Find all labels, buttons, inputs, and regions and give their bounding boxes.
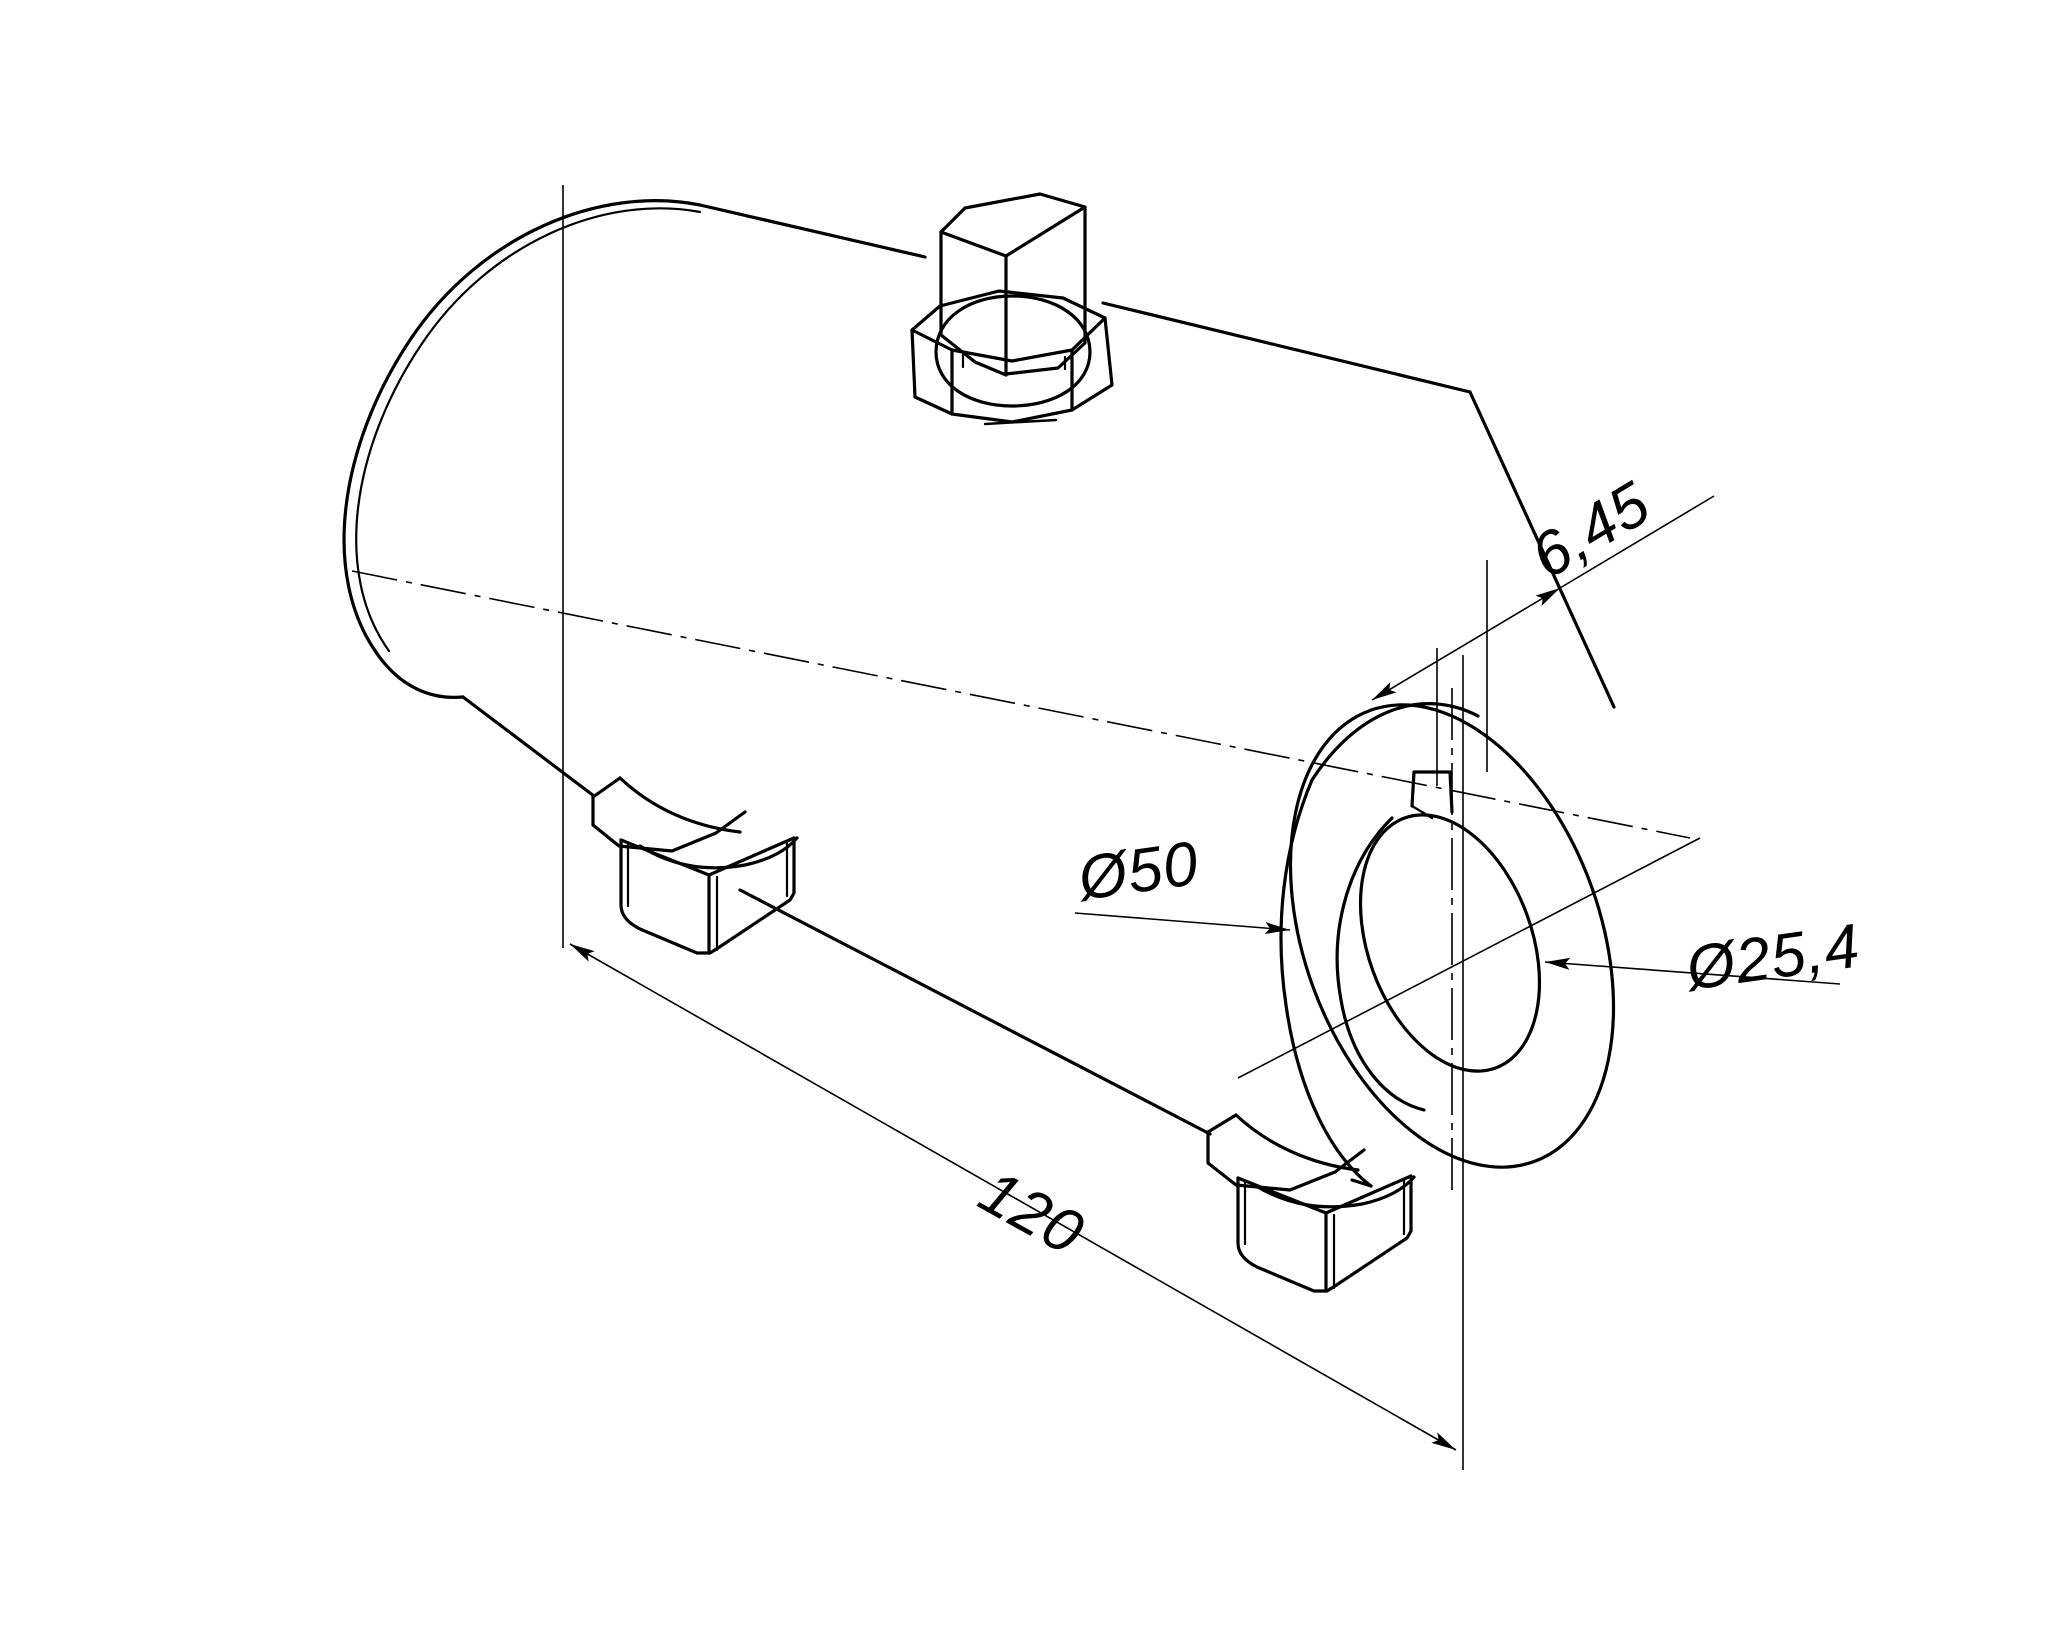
- bore-front-ellipse: [1358, 813, 1542, 1073]
- cylinder-top-edge-to-rim: [1468, 390, 1616, 709]
- bottom-left-bolt: [591, 776, 799, 955]
- cylinder-bottom-edge-left: [461, 695, 596, 798]
- dim-label-6-45: 6,45: [1520, 469, 1662, 592]
- keyway-notch: [1410, 770, 1454, 814]
- bottom-left-hex-nut-edge: [591, 776, 622, 799]
- bottom-left-hex-nut-face: [618, 776, 742, 834]
- keyway-notch-inner: [1410, 804, 1434, 820]
- bottom-right-square-head-top-r: [1324, 1174, 1413, 1215]
- dimension-labels: 6,45 Ø50 Ø25,4 120: [968, 469, 1864, 1269]
- dim-label-d25-4: Ø25,4: [1680, 911, 1864, 1004]
- bottom-right-hex-nut-face: [1234, 1113, 1360, 1172]
- bottom-right-bolt: [1206, 1113, 1416, 1293]
- top-bolt: [910, 192, 1114, 426]
- dim-line-120: [569, 943, 1457, 1451]
- cylinder-top-edge-right: [1101, 301, 1472, 394]
- dim-label-120: 120: [968, 1157, 1095, 1269]
- bottom-right-boss: [1254, 1175, 1416, 1209]
- bottom-left-square-head-top-l: [619, 838, 711, 877]
- leader-line-d25-4: [1544, 957, 1841, 985]
- cylinder-left-end-ellipse-inner: [355, 207, 702, 653]
- cylinder-bottom-edge-mid: [738, 888, 1212, 1136]
- part-geometry: [342, 192, 1616, 1293]
- dim-label-d50: Ø50: [1072, 829, 1203, 914]
- axis-centerline: [351, 570, 1691, 839]
- bottom-right-hex-nut-edge: [1206, 1113, 1238, 1134]
- dim-line-6-45: [1371, 587, 1561, 701]
- top-bolt-square-head: [939, 192, 1087, 377]
- leader-line-d50: [1074, 912, 1291, 935]
- bottom-right-hex-nut: [1206, 1130, 1366, 1192]
- bottom-left-square-head-top-r: [707, 836, 796, 877]
- bore-rear-edge: [1335, 816, 1426, 1112]
- bottom-right-square-head-top-l: [1236, 1176, 1328, 1215]
- end-face-rim-thickness-arc: [1310, 702, 1480, 782]
- top-bolt-hex-nut-top-face: [910, 316, 1107, 363]
- bore-diameter-line: [1237, 837, 1701, 1079]
- top-bolt-boss: [934, 294, 1092, 408]
- bottom-left-boss: [638, 836, 799, 870]
- cylinder-top-edge: [698, 203, 927, 259]
- top-bolt-square-head-top: [939, 205, 1087, 258]
- bottom-left-square-head: [619, 836, 796, 955]
- cylinder-left-end-ellipse: [342, 199, 702, 699]
- end-face-rim-thickness: [1279, 778, 1373, 1188]
- leader-6-45-text: [1559, 495, 1715, 589]
- top-bolt-hex-nut-bottom-edge: [983, 418, 1058, 426]
- centerlines: [351, 570, 1691, 1190]
- bottom-left-hex-nut: [591, 795, 747, 853]
- dimension-lines: [562, 185, 1841, 1470]
